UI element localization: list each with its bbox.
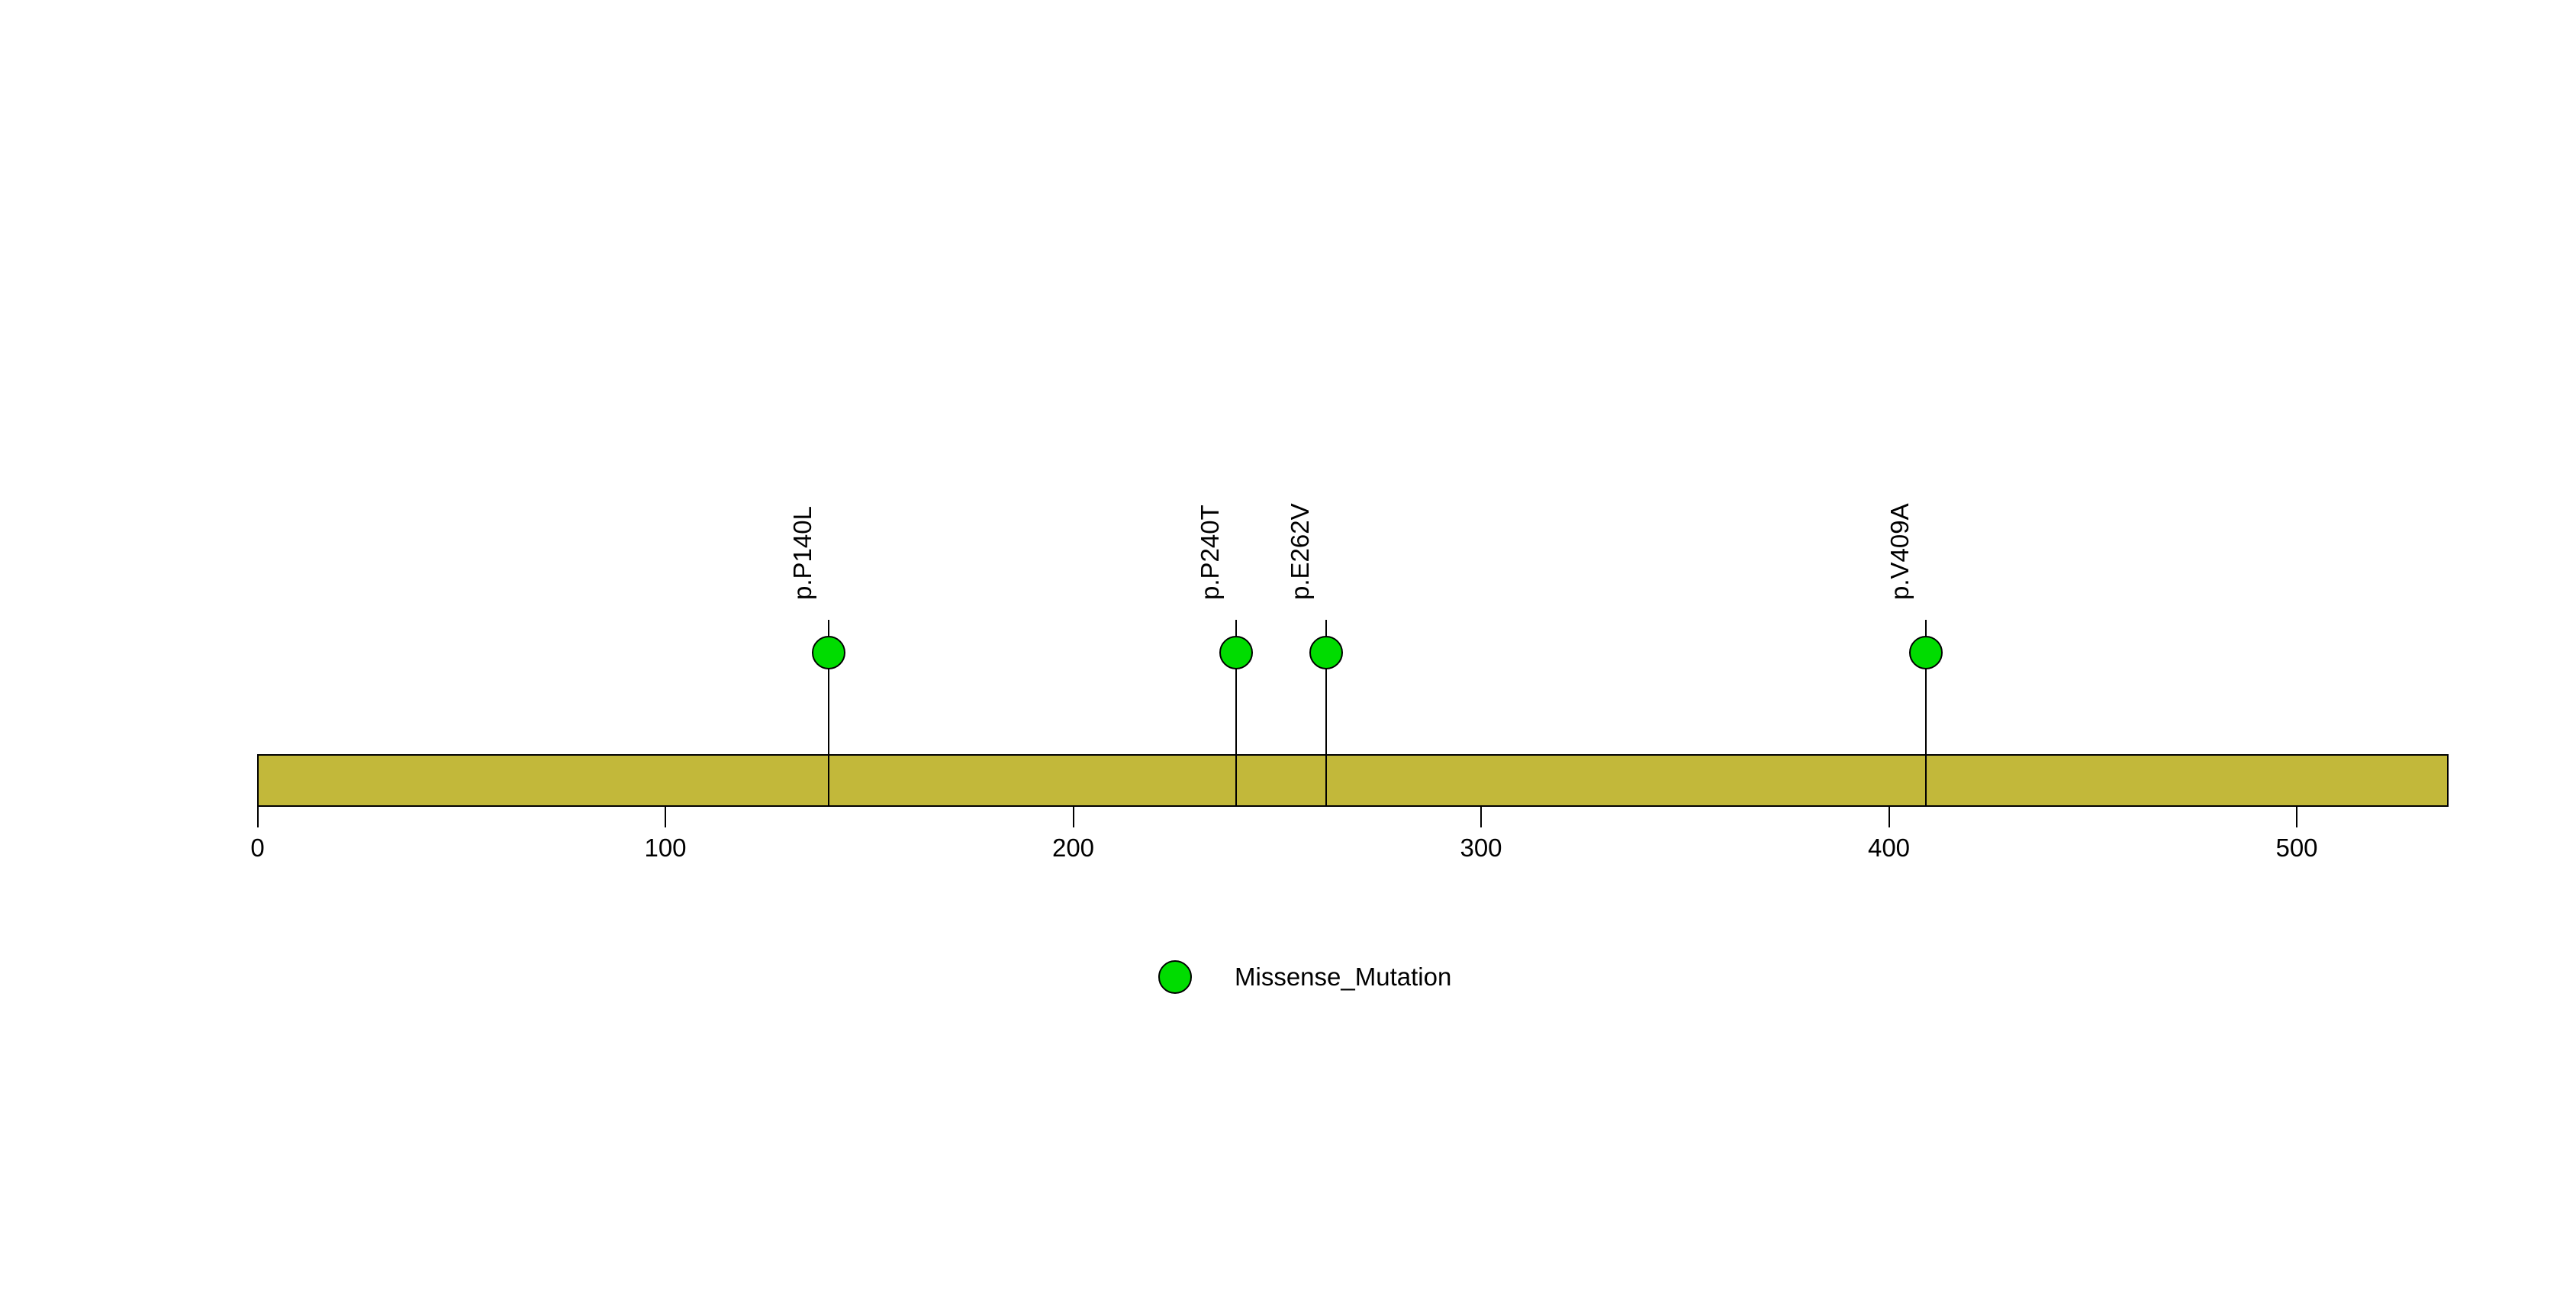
lollipop-circle-missense bbox=[1908, 636, 1943, 669]
lollipop-stem bbox=[827, 620, 829, 807]
axis-tick-label: 500 bbox=[2275, 834, 2318, 862]
lollipop-circle-missense bbox=[1309, 636, 1343, 669]
axis-tick bbox=[2296, 807, 2297, 827]
axis-tick-label: 100 bbox=[644, 834, 687, 862]
axis-tick-label: 200 bbox=[1051, 834, 1095, 862]
axis-tick bbox=[665, 807, 666, 827]
lollipop-circle-missense bbox=[811, 636, 845, 669]
axis-tick bbox=[1072, 807, 1074, 827]
mutation-label: p.E262V bbox=[1285, 503, 1314, 600]
axis-tick-label: 0 bbox=[250, 834, 265, 862]
axis-tick-label: 300 bbox=[1460, 834, 1502, 862]
protein-backbone-bar bbox=[256, 754, 2449, 807]
axis-tick bbox=[1480, 807, 1482, 827]
mutation-label: p.P140L bbox=[787, 506, 816, 600]
legend-missense-dot-icon bbox=[1158, 960, 1192, 994]
lollipop-circle-missense bbox=[1219, 636, 1254, 669]
axis-tick bbox=[1888, 807, 1890, 827]
mutation-label: p.P240T bbox=[1196, 505, 1225, 600]
axis-tick-label: 400 bbox=[1867, 834, 1911, 862]
axis-tick bbox=[256, 807, 259, 827]
lollipop-stem bbox=[1235, 620, 1238, 807]
mutation-label: p.V409A bbox=[1885, 503, 1914, 600]
legend-label: Missense_Mutation bbox=[1235, 963, 1452, 991]
lollipop-stem bbox=[1924, 620, 1927, 807]
lollipop-stem bbox=[1325, 620, 1327, 807]
